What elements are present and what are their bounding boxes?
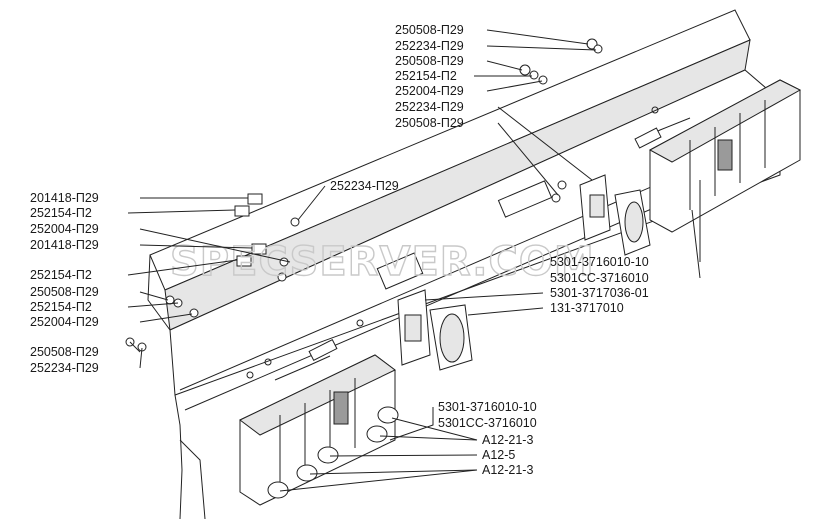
part-label: 5301-3717036-01 — [550, 286, 649, 300]
part-label: 252154-П2 — [30, 268, 92, 282]
part-label: 252004-П29 — [395, 84, 464, 98]
left-tail-lamp — [239, 338, 396, 506]
part-label: 252234-П29 — [395, 100, 464, 114]
right-bracket — [579, 174, 651, 256]
part-label: 252234-П29 — [330, 179, 399, 193]
part-label: 252004-П29 — [30, 222, 99, 236]
part-label: 250508-П29 — [30, 345, 99, 359]
part-label: 252234-П29 — [30, 361, 99, 375]
part-label: А12-5 — [482, 448, 515, 462]
part-label: 252154-П2 — [30, 206, 92, 220]
part-label: 201418-П29 — [30, 191, 99, 205]
bulbs — [267, 406, 399, 499]
part-label: 5301СС-3716010 — [438, 416, 537, 430]
fasteners — [125, 38, 603, 352]
right-tail-lamp — [634, 79, 802, 233]
part-label: 252234-П29 — [395, 39, 464, 53]
part-label: 250508-П29 — [30, 285, 99, 299]
part-label: 252154-П2 — [395, 69, 457, 83]
part-label: 201418-П29 — [30, 238, 99, 252]
part-label: 250508-П29 — [395, 54, 464, 68]
part-label: 252004-П29 — [30, 315, 99, 329]
part-labels: 250508-П29 252234-П29 250508-П29 252154-… — [30, 23, 649, 477]
leader-lines — [127, 29, 701, 492]
part-label: 250508-П29 — [395, 116, 464, 130]
left-bracket — [397, 289, 473, 371]
part-label: 5301-3716010-10 — [438, 400, 537, 414]
watermark: SPECSERVER.COM — [170, 239, 595, 285]
part-label: 131-3717010 — [550, 301, 624, 315]
part-label: 5301СС-3716010 — [550, 271, 649, 285]
part-label: А12-21-3 — [482, 463, 533, 477]
frame-rail — [147, 9, 781, 519]
part-label: 5301-3716010-10 — [550, 255, 649, 269]
part-label: 250508-П29 — [395, 23, 464, 37]
part-label: 252154-П2 — [30, 300, 92, 314]
part-label: А12-21-3 — [482, 433, 533, 447]
